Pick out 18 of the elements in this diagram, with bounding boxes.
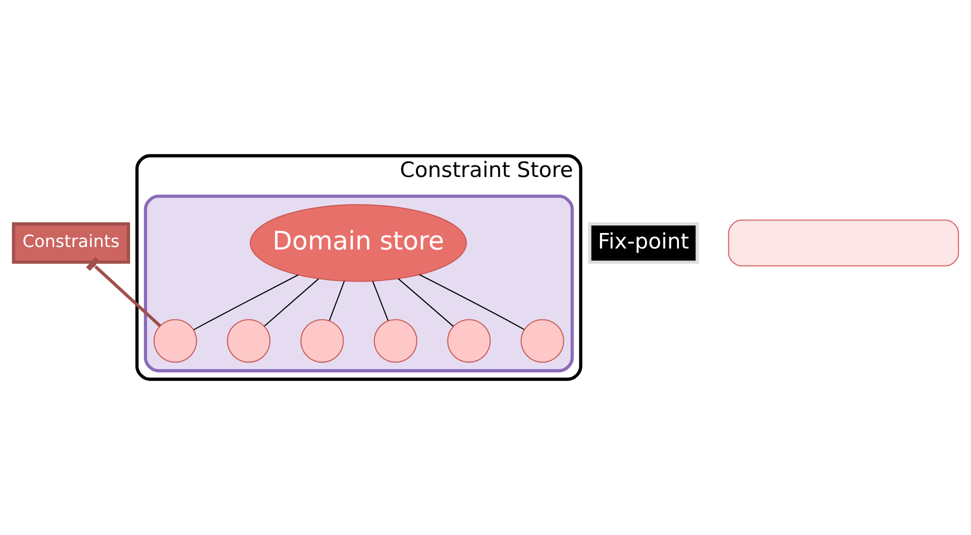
connector (328, 280, 344, 321)
connector (264, 278, 318, 327)
node-circle (520, 319, 564, 363)
connector (418, 274, 524, 330)
connector (372, 280, 388, 321)
node-box: Fix-point (588, 222, 698, 264)
node-box: Constraints (11, 222, 130, 264)
node-circle (152, 319, 197, 363)
node-circle (373, 319, 417, 363)
connector (86, 257, 161, 327)
node-ellipse: Domain store (249, 204, 466, 282)
node-box (728, 220, 958, 266)
node-circle (300, 319, 344, 363)
cluster (143, 194, 574, 372)
connector (397, 278, 454, 327)
node-circle (226, 319, 270, 363)
connector (193, 274, 298, 330)
node-circle (446, 319, 490, 363)
